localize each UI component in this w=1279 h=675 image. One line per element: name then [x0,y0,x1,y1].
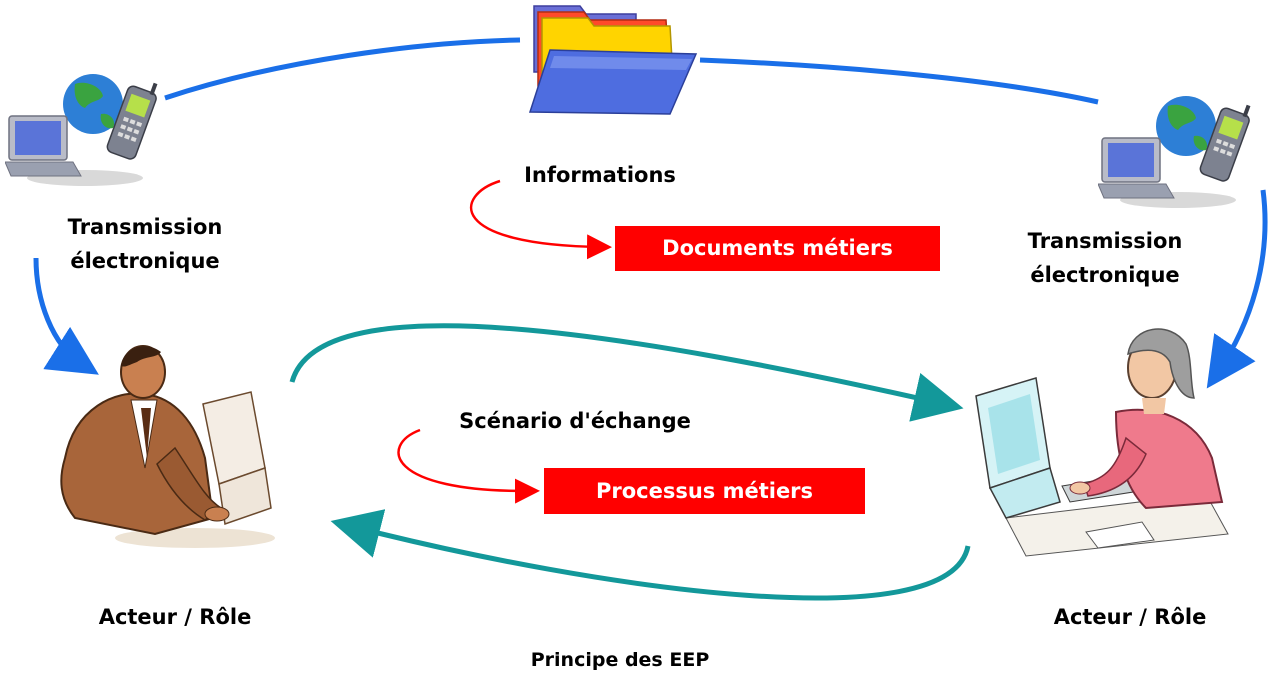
globe-laptop-phone-icon [1098,96,1251,208]
right-actor-label: Acteur / Rôle [1053,605,1207,629]
top-right-arc [699,57,1099,105]
processus-metiers-box: Processus métiers [544,468,865,514]
man-at-computer-icon [60,345,275,548]
left-actor-label: Acteur / Rôle [98,605,252,629]
teal-arrow-to-right [289,323,964,422]
woman-at-computer-icon [975,328,1229,557]
right-transmission-label: Transmission électronique [980,224,1230,292]
teal-arrow-to-left [330,509,971,601]
left-transmission-line1: Transmission [67,215,223,239]
folder-icon [528,5,698,115]
left-transmission-label: Transmission électronique [20,210,270,278]
scenario-echange-label: Scénario d'échange [459,409,691,433]
globe-laptop-phone-icon [5,74,158,186]
red-hook-top [469,179,612,260]
right-transmission-line1: Transmission [1027,229,1183,253]
right-transmission-line2: électronique [1030,263,1180,287]
left-down-arrow [33,257,99,375]
top-left-arc [164,37,521,101]
right-down-arrow [1206,189,1268,389]
documents-metiers-box: Documents métiers [615,226,940,271]
informations-label: Informations [524,163,676,187]
left-transmission-line2: électronique [70,249,220,273]
red-hook-middle [397,428,540,504]
diagram-caption: Principe des EEP [530,649,710,671]
